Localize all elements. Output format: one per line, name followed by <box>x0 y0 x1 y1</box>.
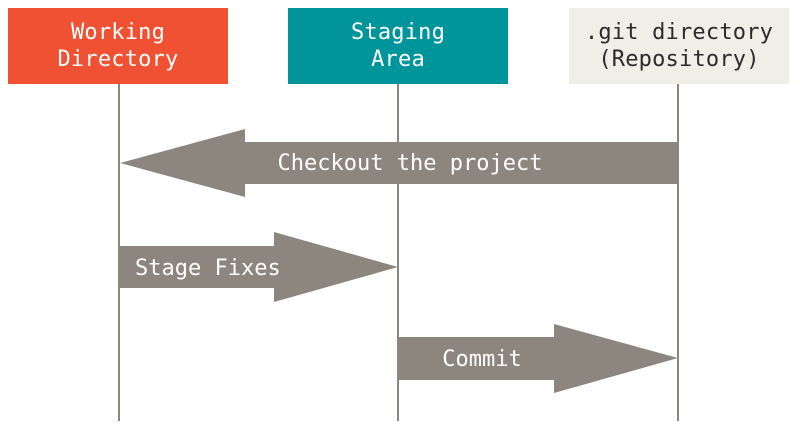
staging-area-label-line2: Area <box>371 47 425 72</box>
staging-area-header: Staging Area <box>288 8 508 84</box>
stage-fixes-arrow-shape <box>119 232 398 302</box>
checkout-arrow-label: Checkout the project <box>278 151 543 176</box>
staging-area-lifeline <box>397 84 399 421</box>
repository-label-line2: (Repository) <box>598 47 760 72</box>
commit-arrow: Commit <box>398 324 678 393</box>
stage-fixes-arrow: Stage Fixes <box>119 232 398 302</box>
working-directory-label-line2: Directory <box>57 47 179 72</box>
commit-arrow-shape <box>398 324 678 393</box>
commit-arrow-label: Commit <box>442 347 521 372</box>
working-directory-header: Working Directory <box>8 8 228 84</box>
staging-area-label-line1: Staging <box>350 20 446 45</box>
checkout-arrow-shape <box>120 129 678 197</box>
repository-header: .git directory (Repository) <box>569 8 789 84</box>
repository-label-line1: .git directory <box>584 20 774 45</box>
working-directory-label-line1: Working <box>70 20 166 45</box>
checkout-arrow: Checkout the project <box>120 129 678 197</box>
repository-lifeline <box>677 84 679 421</box>
stage-fixes-arrow-label: Stage Fixes <box>135 256 281 281</box>
